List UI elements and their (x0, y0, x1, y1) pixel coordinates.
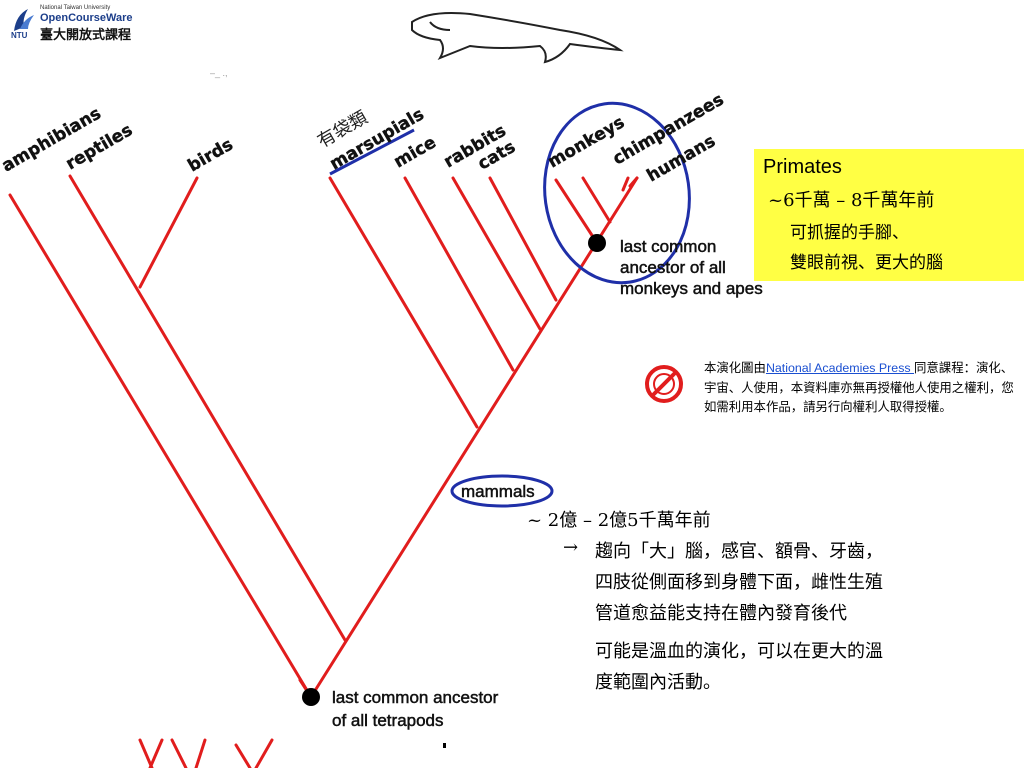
reptile-silhouette (411, 12, 624, 64)
logo-university-name: National Taiwan University (40, 5, 111, 11)
primate-ancestor-label-line2: ancestor of all (620, 258, 726, 277)
ntu-logo-icon: NTU (11, 9, 34, 40)
branches (8, 174, 639, 768)
taxon-label-birds: birds (185, 135, 237, 177)
primates-trait-2: 雙眼前視、更大的腦 (790, 253, 943, 273)
mammals-label: mammals (461, 482, 535, 501)
taxon-label-amphibians: amphibians (0, 104, 105, 177)
primates-info-box: Primates ~6千萬 – 8千萬年前 可抓握的手腳、 雙眼前視、更大的腦 (754, 149, 1024, 281)
tetrapod-ancestor-label-line1: last common ancestor (332, 688, 499, 707)
license-body: 同意課程：演化、宇宙、人使用，本資料庫亦無再授權他人使用之權利，您如需利用本作品… (704, 360, 1014, 414)
logo-chinese-name: 臺大開放式課程 (40, 28, 132, 43)
tetrapod-ancestor-node (302, 688, 320, 706)
arrow-icon: → (563, 537, 579, 558)
primate-ancestor-label-line1: last common (620, 237, 716, 256)
faded-fragment: –_ ., (210, 68, 228, 78)
license-prefix: 本演化圖由 (704, 360, 766, 375)
primate-ancestor-label-line3: monkeys and apes (620, 279, 763, 298)
node-fragment (443, 743, 446, 748)
mammals-trend-line1: 趨向「大」腦，感官、額骨、牙齒， (595, 541, 883, 562)
mammals-trend-line3: 管道愈益能支持在體內發育後代 (595, 603, 847, 624)
tetrapod-ancestor-label-line2: of all tetrapods (332, 711, 444, 730)
primates-title: Primates (763, 156, 842, 178)
ntu-ocw-logo: NTU National Taiwan University OpenCours… (10, 5, 150, 43)
primates-trait-1: 可抓握的手腳、 (790, 223, 909, 243)
no-license-icon (645, 365, 683, 403)
primate-ancestor-node (588, 234, 606, 252)
svg-text:NTU: NTU (11, 31, 28, 39)
primates-time: ~6千萬 – 8千萬年前 (768, 190, 935, 211)
mammals-time-range: ~ 2億 – 2億5千萬年前 (527, 510, 711, 531)
primates-highlight-ellipse (543, 101, 691, 285)
mammals-highlight-ellipse (450, 474, 554, 508)
mammals-warm-line1: 可能是溫血的演化，可以在更大的溫 (595, 641, 883, 662)
marsupials-underline (329, 128, 415, 176)
logo-ocw-name: OpenCourseWare (40, 12, 133, 24)
mammals-warm-line2: 度範圍內活動。 (595, 672, 721, 693)
license-source-link[interactable]: National Academies Press (765, 361, 915, 375)
mammals-trend-line2: 四肢從側面移到身體下面，雌性生殖 (595, 572, 883, 593)
license-notice: 本演化圖由National Academies Press 同意課程：演化、宇宙… (704, 358, 1014, 416)
